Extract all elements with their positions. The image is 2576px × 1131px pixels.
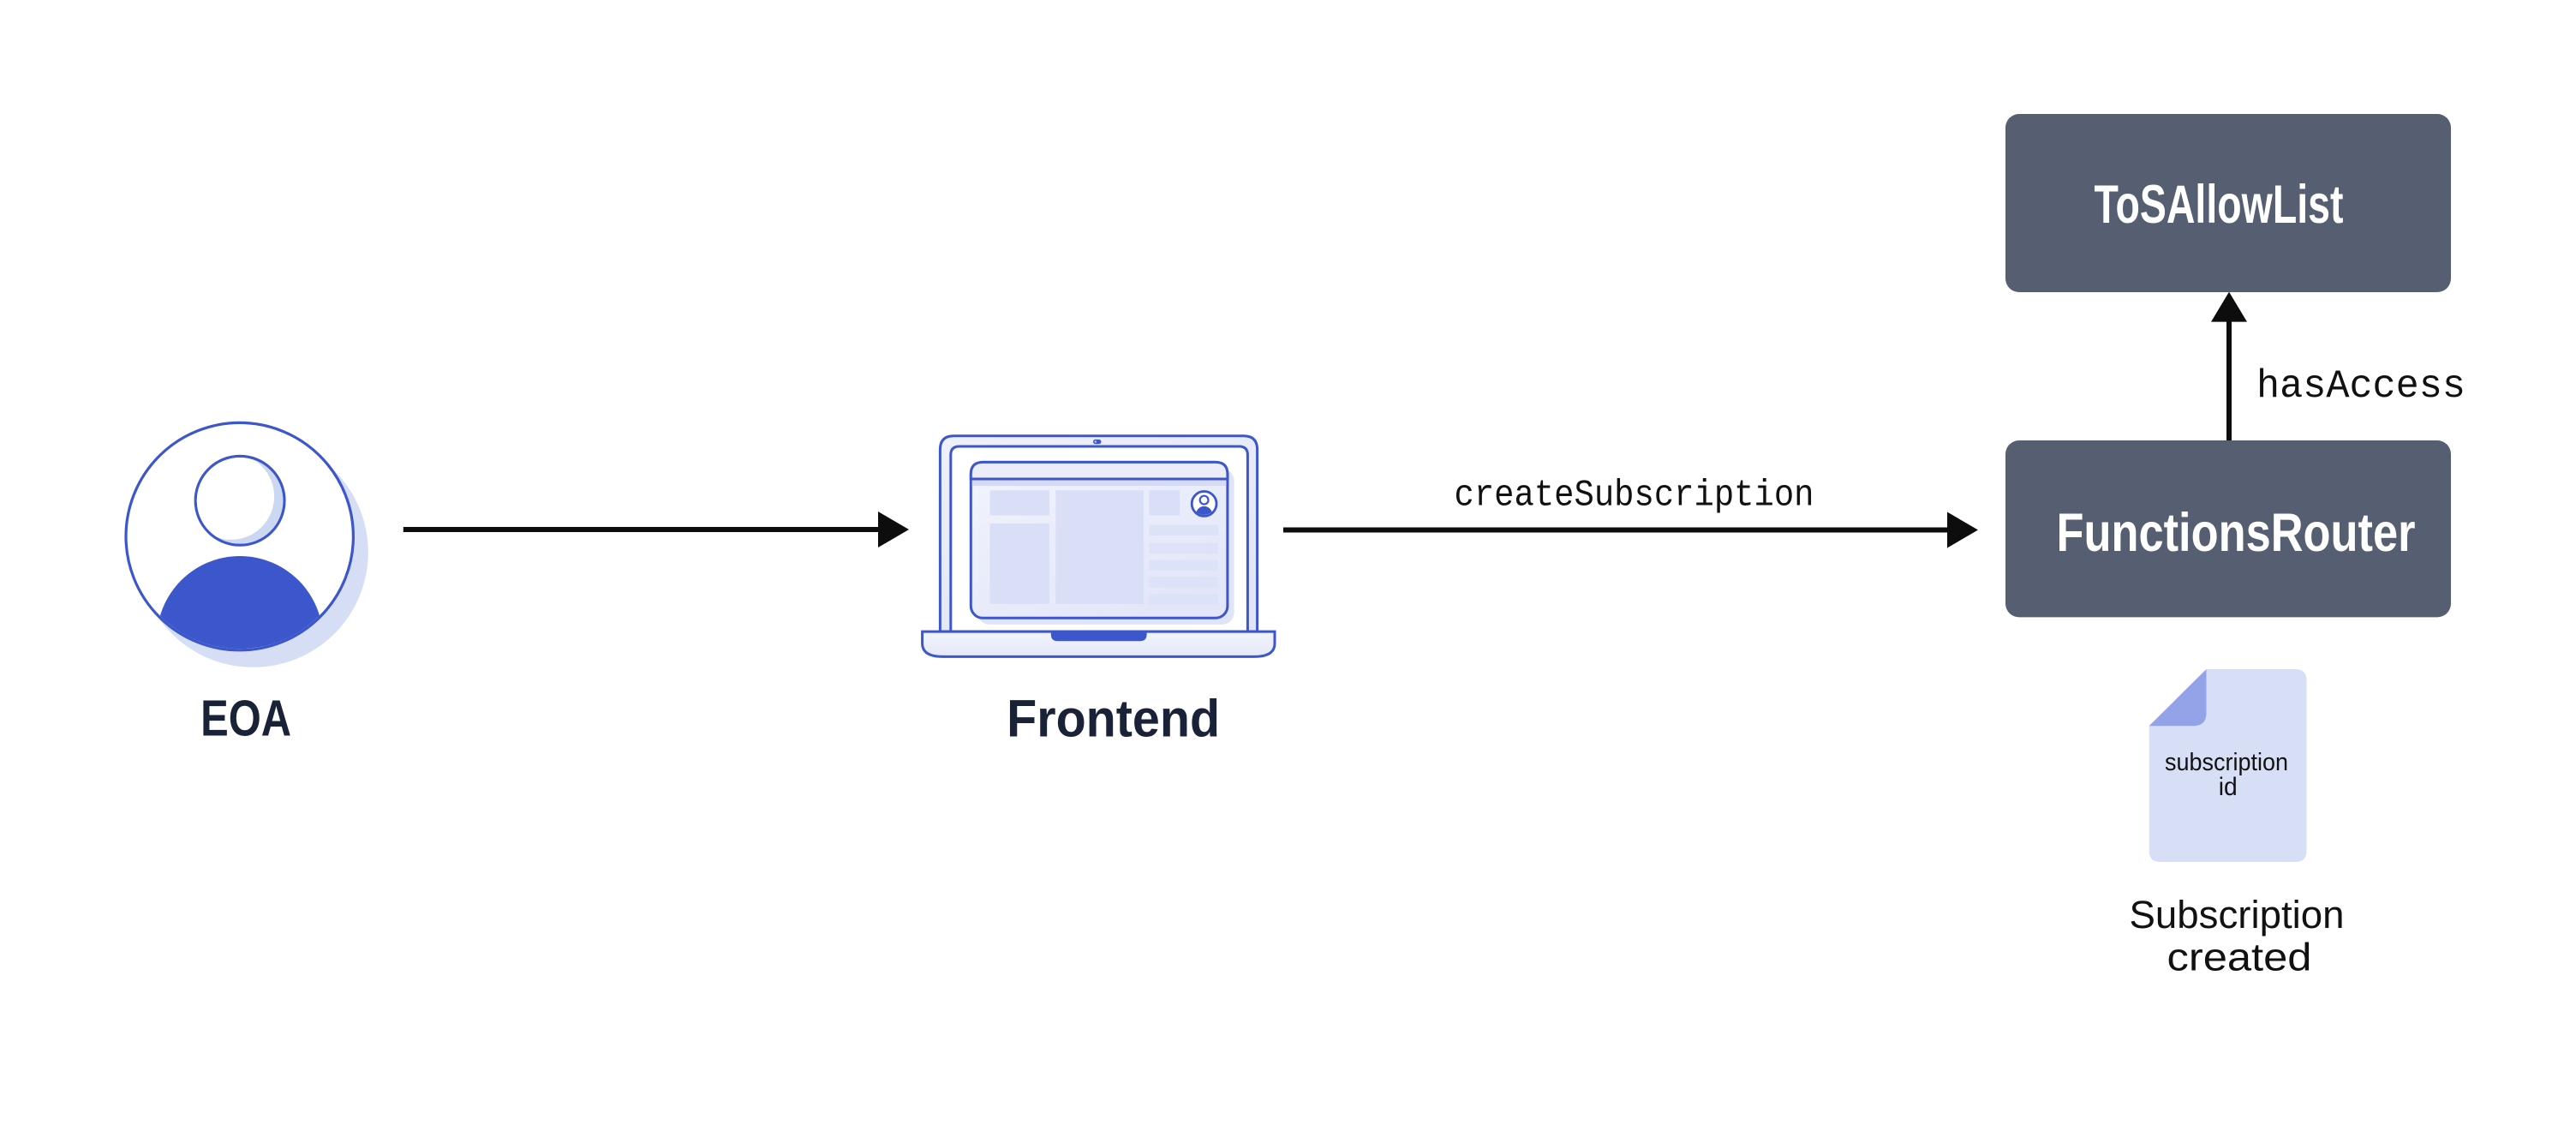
svg-text:Frontend: Frontend bbox=[1007, 689, 1220, 747]
svg-text:created: created bbox=[2167, 935, 2312, 978]
svg-text:ToSAllowList: ToSAllowList bbox=[2095, 175, 2344, 235]
svg-text:subscription: subscription bbox=[2165, 749, 2288, 776]
svg-text:id: id bbox=[2219, 773, 2238, 801]
svg-text:EOA: EOA bbox=[200, 691, 291, 747]
svg-text:hasAccess: hasAccess bbox=[2256, 364, 2465, 409]
svg-text:createSubscription: createSubscription bbox=[1455, 475, 1814, 518]
svg-text:FunctionsRouter: FunctionsRouter bbox=[2057, 503, 2416, 563]
svg-text:Subscription: Subscription bbox=[2130, 893, 2345, 937]
